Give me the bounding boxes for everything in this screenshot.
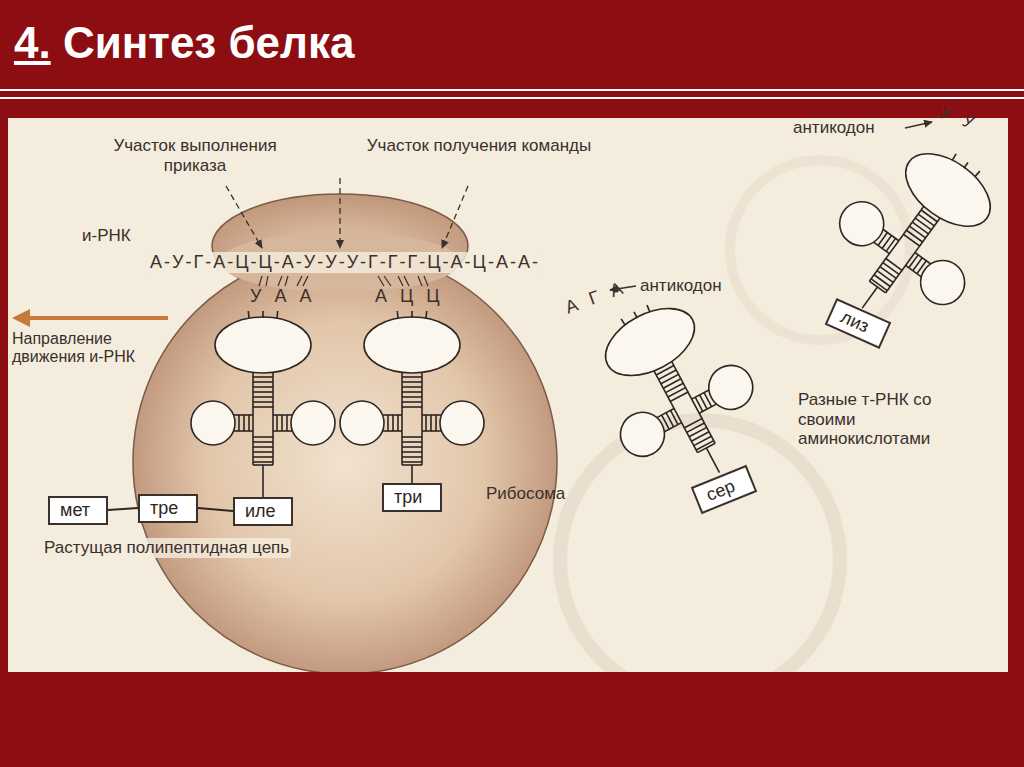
codon-bonds <box>259 276 428 286</box>
amino-acid-name: мет <box>60 500 96 521</box>
trna-molecule <box>340 311 484 483</box>
polypeptide-label: Растущая полипептидная цепь <box>42 538 291 558</box>
anticodon-pointer <box>905 122 932 128</box>
amino-acid-name: три <box>394 487 430 508</box>
trna-group <box>191 120 1024 506</box>
note-label: Разные т-РНК со своими аминокислотами <box>798 390 988 449</box>
peptide-bond <box>108 508 138 510</box>
mrna-direction-arrowhead <box>12 309 30 327</box>
trna-molecule <box>570 278 783 506</box>
mrna-direction-arrow <box>26 316 168 320</box>
footer-band <box>0 672 1024 767</box>
amino-acid-box: мет <box>48 496 108 525</box>
anticodon-label: антикодон <box>640 276 755 296</box>
panel-texture <box>730 160 910 340</box>
anticodon-label: антикодон <box>793 118 908 138</box>
callout-label: Участок выполнения приказа <box>80 136 310 175</box>
title-rule <box>0 89 1024 91</box>
amino-acid-box: три <box>382 483 442 512</box>
anticodon-letters: А Ц Ц <box>375 286 445 307</box>
ribosome-label: Рибосома <box>486 484 596 504</box>
leader-line <box>442 186 468 248</box>
amino-acid-name: тре <box>150 498 186 519</box>
panel-texture <box>560 420 840 672</box>
mrna-sequence: А-У-Г-А-Ц-Ц-А-У-У-У-Г-Г-Г-Ц-А-Ц-А-А- <box>148 252 542 273</box>
anticodon-letters: У А А <box>250 286 320 307</box>
mrna-label: и-РНК <box>82 226 162 246</box>
trna-molecule <box>191 311 335 497</box>
ribosome-large-subunit <box>133 250 557 672</box>
slide-title: 4. Синтез белка <box>14 18 355 68</box>
amino-acid-name: иле <box>245 501 281 522</box>
callout-label: Участок получения команды <box>364 136 594 156</box>
trna-molecule <box>804 120 1024 350</box>
direction-label: Направление движения и-РНК <box>12 330 172 367</box>
amino-acid-box: тре <box>138 494 198 523</box>
amino-acid-box: иле <box>233 497 293 526</box>
peptide-bond <box>198 508 233 511</box>
title-rule <box>0 97 1024 99</box>
leader-line <box>226 186 262 248</box>
leader-line <box>339 178 340 248</box>
